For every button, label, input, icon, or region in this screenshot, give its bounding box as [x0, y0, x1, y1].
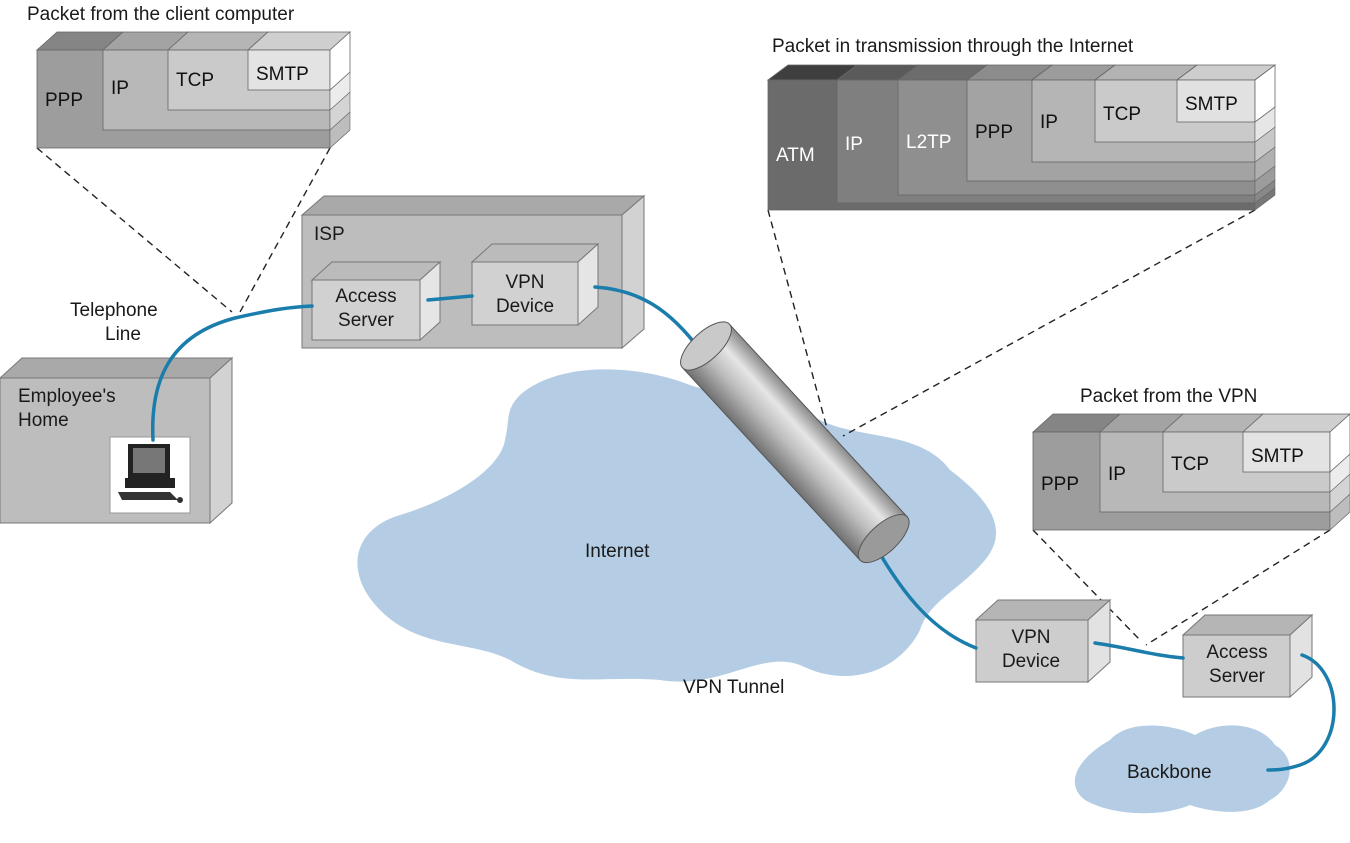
telephone-line-cable	[150, 304, 314, 442]
callout-lines	[36, 147, 1331, 646]
access-server-2-label-2: Server	[1209, 666, 1266, 687]
access-server-1-label-1: Access	[335, 286, 396, 307]
vpn-device-to-access-server-cable	[1093, 641, 1185, 660]
isp-label: ISP	[314, 224, 345, 245]
packet-layer-label: PPP	[1041, 474, 1079, 495]
packet-client-title: Packet from the client computer	[27, 4, 295, 25]
access-server-to-backbone-cable	[1266, 653, 1336, 772]
internet-label: Internet	[585, 541, 650, 562]
backbone-label: Backbone	[1127, 762, 1212, 783]
packet-layer-label: PPP	[975, 122, 1013, 143]
packet-layer-label: PPP	[45, 90, 83, 111]
packet-layer-label: TCP	[1103, 104, 1141, 125]
packet-client: PPP IP TCP SMTP	[35, 31, 352, 149]
telephone-line-label-1: Telephone	[70, 300, 158, 321]
packet-layer-label: ATM	[776, 145, 815, 166]
packet-layer-label: TCP	[176, 70, 214, 91]
home-label-2: Home	[18, 410, 69, 431]
packet-layer-label: L2TP	[906, 132, 951, 153]
access-server-1-label-2: Server	[338, 310, 395, 331]
vpn-device-1-label-1: VPN	[505, 272, 544, 293]
packet-layer-smtp: SMTP	[246, 31, 352, 111]
vpn-device-2-box[interactable]	[974, 598, 1112, 684]
packet-layer-label: SMTP	[1251, 446, 1304, 467]
packet-layer-label: IP	[845, 134, 863, 155]
vpn-tunnel-label: VPN Tunnel	[683, 677, 784, 698]
packet-layer-smtp: SMTP	[1241, 413, 1350, 493]
packet-layer-label: IP	[111, 78, 129, 99]
backbone-cloud	[1074, 725, 1290, 814]
packet-internet-title: Packet in transmission through the Inter…	[772, 36, 1134, 57]
telephone-line-label-2: Line	[105, 324, 141, 345]
packet-vpn: PPP IP TCP SMTP	[1031, 413, 1350, 531]
isp-internal-cable	[426, 294, 474, 302]
vpn-device-1-label-2: Device	[496, 296, 554, 317]
packet-internet: ATM IP L2TP PPP IP TCP SMTP	[766, 64, 1277, 211]
packet-layer-label: TCP	[1171, 454, 1209, 475]
isp-to-tunnel-cable	[593, 285, 702, 352]
desktop-computer-icon	[109, 436, 191, 514]
packet-layer-label: IP	[1108, 464, 1126, 485]
vpn-device-2-label-2: Device	[1002, 651, 1060, 672]
vpn-device-1-box[interactable]	[470, 242, 600, 327]
packet-layer-label: SMTP	[1185, 94, 1238, 115]
packet-layer-smtp: SMTP	[1175, 64, 1277, 143]
packet-layer-label: SMTP	[256, 64, 309, 85]
packet-vpn-title: Packet from the VPN	[1080, 386, 1257, 407]
vpn-device-2-label-1: VPN	[1011, 627, 1050, 648]
access-server-2-label-1: Access	[1206, 642, 1267, 663]
vpn-tunnel-cylinder	[680, 321, 910, 564]
packet-layer-label: IP	[1040, 112, 1058, 133]
home-label-1: Employee's	[18, 386, 116, 407]
